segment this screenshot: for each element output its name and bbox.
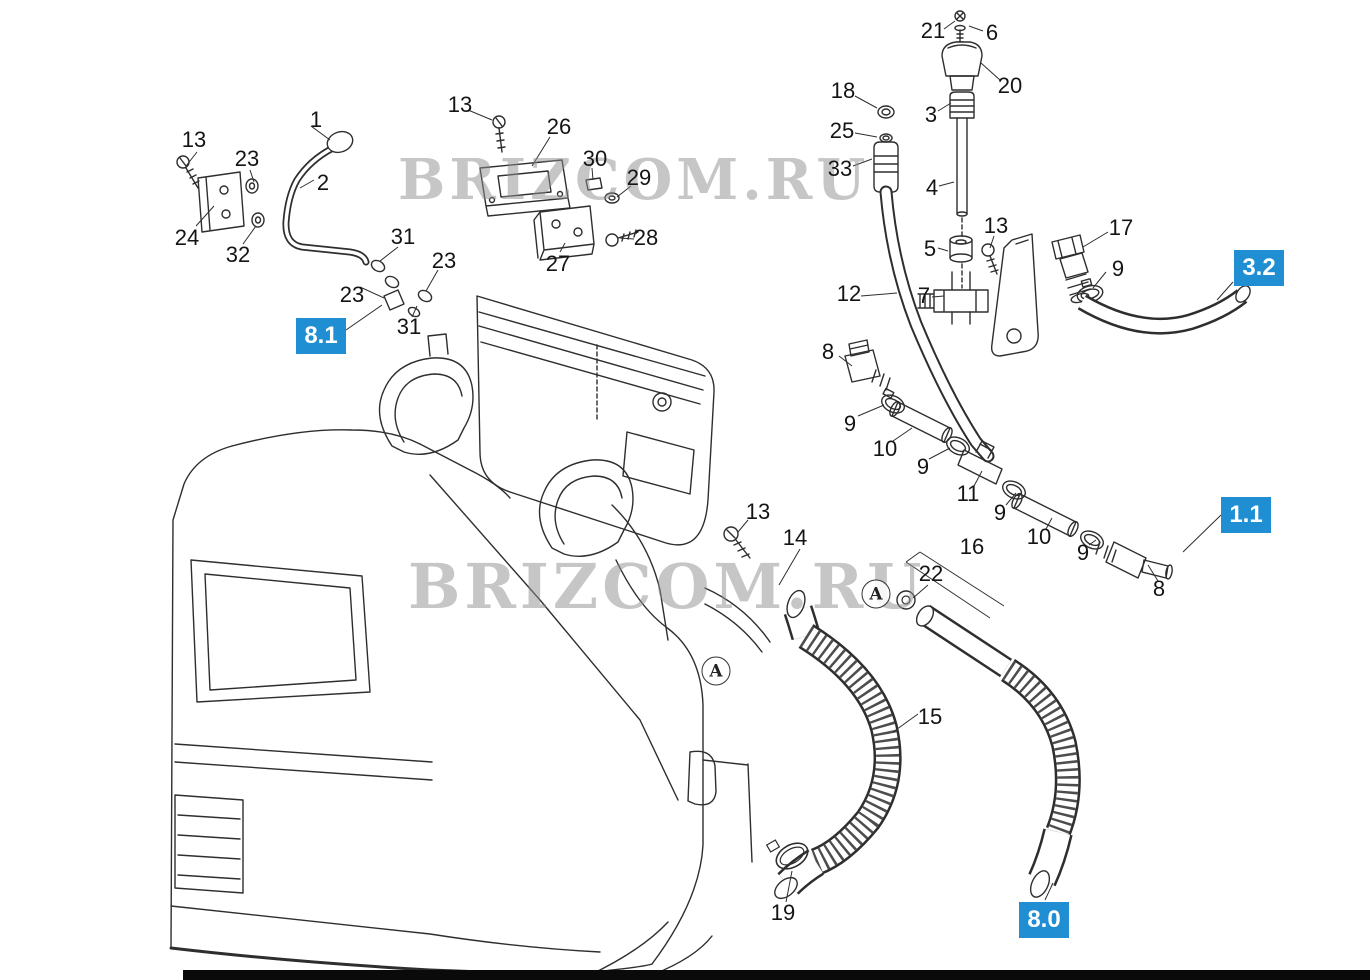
part-label-29: 29 — [626, 165, 652, 190]
ref-link-3-2[interactable]: 3.2 — [1234, 250, 1284, 286]
part-label-9: 9 — [1076, 540, 1090, 565]
part-label-2: 2 — [316, 170, 330, 195]
part-label-23: 23 — [431, 248, 457, 273]
hose-16-assembly — [896, 551, 1081, 898]
part-label-27: 27 — [545, 251, 571, 276]
part-label-10: 10 — [872, 436, 898, 461]
part-label-23: 23 — [234, 146, 260, 171]
part-label-22: 22 — [918, 561, 944, 586]
part-label-11: 11 — [956, 481, 980, 506]
part-label-7: 7 — [917, 283, 931, 308]
part-label-9: 9 — [843, 411, 857, 436]
leader-lines — [185, 20, 1234, 903]
part-label-9: 9 — [916, 454, 930, 479]
part-label-15: 15 — [917, 704, 943, 729]
valve-assembly — [873, 10, 1104, 357]
detail-marker-a: A — [701, 656, 731, 686]
part-label-8: 8 — [1152, 576, 1166, 601]
part-label-17: 17 — [1108, 215, 1134, 240]
part-label-26: 26 — [546, 114, 572, 139]
part-label-8: 8 — [821, 339, 835, 364]
part-label-4: 4 — [925, 175, 939, 200]
part-label-33: 33 — [827, 156, 853, 181]
part-label-20: 20 — [997, 73, 1023, 98]
part-label-16: 16 — [959, 534, 985, 559]
part-label-9: 9 — [1111, 256, 1125, 281]
mount-plate-assembly — [479, 115, 639, 261]
bottom-bar — [183, 970, 1370, 980]
part-label-9: 9 — [993, 500, 1007, 525]
part-label-5: 5 — [923, 236, 937, 261]
part-label-13: 13 — [745, 499, 771, 524]
hose-12 — [879, 185, 995, 463]
part-label-31: 31 — [396, 314, 422, 339]
hose-3-2 — [1077, 285, 1251, 335]
hose-15 — [765, 589, 902, 900]
ref-link-8-0[interactable]: 8.0 — [1019, 902, 1069, 938]
part-label-30: 30 — [582, 146, 608, 171]
screw-13-center — [723, 526, 751, 559]
part-label-1: 1 — [309, 107, 323, 132]
part-label-3: 3 — [924, 102, 938, 127]
part-label-23: 23 — [339, 282, 365, 307]
part-label-24: 24 — [174, 225, 200, 250]
machine-body — [169, 295, 771, 977]
part-label-18: 18 — [830, 78, 856, 103]
part-label-31: 31 — [390, 224, 416, 249]
part-label-6: 6 — [985, 20, 999, 45]
detail-marker-a: A — [861, 579, 891, 609]
part-label-21: 21 — [920, 18, 946, 43]
ref-link-8-1[interactable]: 8.1 — [296, 318, 346, 354]
ref-link-1-1[interactable]: 1.1 — [1221, 497, 1271, 533]
part-label-14: 14 — [782, 525, 808, 550]
part-label-10: 10 — [1026, 524, 1052, 549]
part-label-12: 12 — [836, 281, 862, 306]
part-label-19: 19 — [770, 900, 796, 925]
part-label-13: 13 — [181, 127, 207, 152]
part-label-32: 32 — [225, 242, 251, 267]
part-label-13: 13 — [983, 213, 1009, 238]
part-label-25: 25 — [829, 118, 855, 143]
part-label-13: 13 — [447, 92, 473, 117]
part-label-28: 28 — [633, 225, 659, 250]
fitting-chain — [844, 339, 1173, 580]
